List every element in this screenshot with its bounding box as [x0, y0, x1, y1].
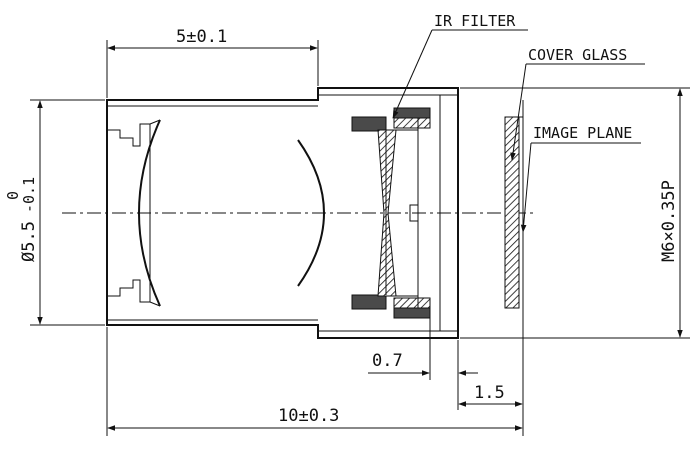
diameter-tolerance-upper: 0 — [4, 191, 22, 200]
lens-barrel — [106, 87, 459, 339]
cover-glass — [504, 100, 524, 338]
total-length-dimension: 10±0.3 — [106, 327, 524, 436]
rear-lens — [297, 139, 325, 287]
diameter-value: Ø5.5 — [19, 221, 39, 262]
image-plane-callout: IMAGE PLANE — [520, 124, 641, 233]
front-lens — [138, 119, 161, 307]
image-plane-label: IMAGE PLANE — [533, 124, 632, 142]
total-length-value: 10±0.3 — [278, 406, 339, 426]
filter-gap-dimension: 0.7 — [368, 318, 478, 410]
diameter-dimension: Ø5.5 0 -0.1 — [4, 99, 105, 326]
cover-glass-label: COVER GLASS — [528, 46, 627, 64]
ir-filter-assembly — [351, 107, 431, 319]
cover-glass-callout: COVER GLASS — [510, 46, 645, 161]
diameter-tolerance-lower: -0.1 — [20, 177, 38, 213]
ir-filter-label: IR FILTER — [434, 12, 516, 30]
top-length-value: 5±0.1 — [176, 27, 227, 47]
thread-value: M6×0.35P — [659, 180, 679, 262]
ir-filter-callout: IR FILTER — [392, 12, 528, 119]
back-focal-dimension: 1.5 — [458, 383, 523, 407]
thread-dimension: M6×0.35P — [460, 87, 690, 339]
top-length-dimension: 5±0.1 — [106, 27, 319, 98]
back-focal-value: 1.5 — [474, 383, 505, 403]
filter-gap-value: 0.7 — [372, 351, 403, 371]
